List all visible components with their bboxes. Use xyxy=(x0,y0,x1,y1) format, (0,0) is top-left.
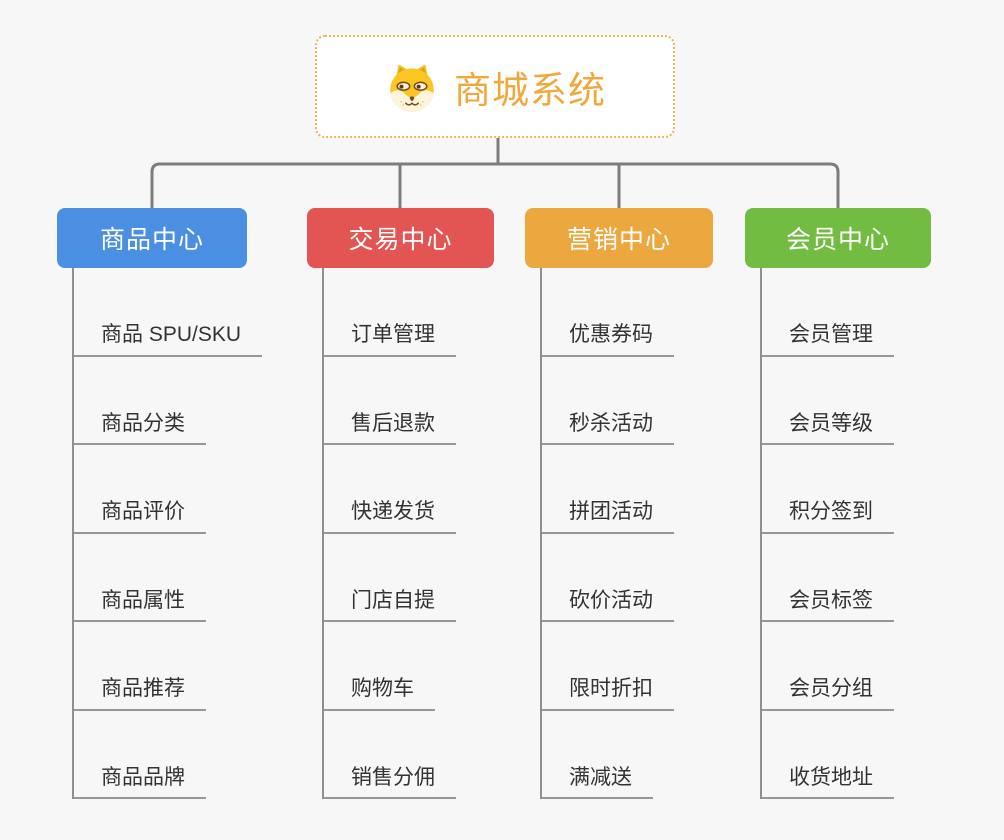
leaf-row: 商品推荐 xyxy=(74,622,262,711)
leaf-node[interactable]: 拼团活动 xyxy=(542,500,674,534)
leaf-row: 优惠券码 xyxy=(542,268,674,357)
leaf-node[interactable]: 商品推荐 xyxy=(74,677,206,711)
leaf-row: 商品品牌 xyxy=(74,711,262,799)
leaf-node[interactable]: 收货地址 xyxy=(762,766,894,799)
root-node-label: 商城系统 xyxy=(454,69,606,111)
leaf-node[interactable]: 销售分佣 xyxy=(324,766,456,799)
leaf-node[interactable]: 快递发货 xyxy=(324,500,456,534)
leaf-row: 会员等级 xyxy=(762,357,894,445)
leaf-row: 订单管理 xyxy=(324,268,456,357)
leaf-node[interactable]: 满减送 xyxy=(542,766,653,799)
leaf-node[interactable]: 门店自提 xyxy=(324,589,456,622)
leaf-node[interactable]: 会员等级 xyxy=(762,412,894,445)
leaf-row: 限时折扣 xyxy=(542,622,674,711)
branch-node-member-center[interactable]: 会员中心 xyxy=(745,208,931,268)
leaf-node[interactable]: 会员分组 xyxy=(762,677,894,711)
branch-children-product-center: 商品 SPU/SKU 商品分类 商品评价 商品属性 商品推荐 商品品牌 xyxy=(72,268,263,799)
branch-node-marketing-center[interactable]: 营销中心 xyxy=(525,208,713,268)
leaf-row: 拼团活动 xyxy=(542,445,674,534)
leaf-node[interactable]: 限时折扣 xyxy=(542,677,674,711)
leaf-row: 购物车 xyxy=(324,622,456,711)
leaf-node[interactable]: 商品分类 xyxy=(74,412,206,445)
leaf-row: 积分签到 xyxy=(762,445,894,534)
leaf-node[interactable]: 会员管理 xyxy=(762,323,894,357)
shiba-dog-icon xyxy=(390,63,434,112)
root-node[interactable]: 商城系统 xyxy=(315,35,675,138)
leaf-node[interactable]: 售后退款 xyxy=(324,412,456,445)
leaf-node[interactable]: 积分签到 xyxy=(762,500,894,534)
leaf-node[interactable]: 优惠券码 xyxy=(542,323,674,357)
branch-node-product-center[interactable]: 商品中心 xyxy=(57,208,247,268)
leaf-node[interactable]: 商品评价 xyxy=(74,500,206,534)
leaf-row: 商品属性 xyxy=(74,534,262,622)
branch-children-member-center: 会员管理 会员等级 积分签到 会员标签 会员分组 收货地址 xyxy=(760,268,894,799)
branch-node-trade-center[interactable]: 交易中心 xyxy=(307,208,494,268)
leaf-row: 会员管理 xyxy=(762,268,894,357)
leaf-row: 商品 SPU/SKU xyxy=(74,268,263,357)
leaf-node[interactable]: 购物车 xyxy=(324,677,435,711)
branch-children-trade-center: 订单管理 售后退款 快递发货 门店自提 购物车 销售分佣 xyxy=(322,268,456,799)
leaf-row: 秒杀活动 xyxy=(542,357,674,445)
leaf-row: 商品评价 xyxy=(74,445,262,534)
leaf-row: 门店自提 xyxy=(324,534,456,622)
leaf-row: 收货地址 xyxy=(762,711,894,799)
leaf-row: 砍价活动 xyxy=(542,534,674,622)
leaf-row: 售后退款 xyxy=(324,357,456,445)
leaf-node[interactable]: 商品属性 xyxy=(74,589,206,622)
leaf-node[interactable]: 会员标签 xyxy=(762,589,894,622)
leaf-row: 商品分类 xyxy=(74,357,262,445)
leaf-row: 销售分佣 xyxy=(324,711,456,799)
leaf-row: 会员分组 xyxy=(762,622,894,711)
leaf-node[interactable]: 商品品牌 xyxy=(74,766,206,799)
leaf-row: 快递发货 xyxy=(324,445,456,534)
leaf-row: 满减送 xyxy=(542,711,674,799)
leaf-row: 会员标签 xyxy=(762,534,894,622)
leaf-node[interactable]: 秒杀活动 xyxy=(542,412,674,445)
branch-children-marketing-center: 优惠券码 秒杀活动 拼团活动 砍价活动 限时折扣 满减送 xyxy=(540,268,674,799)
leaf-node[interactable]: 订单管理 xyxy=(324,323,456,357)
leaf-node[interactable]: 砍价活动 xyxy=(542,589,674,622)
leaf-node[interactable]: 商品 SPU/SKU xyxy=(74,323,263,357)
